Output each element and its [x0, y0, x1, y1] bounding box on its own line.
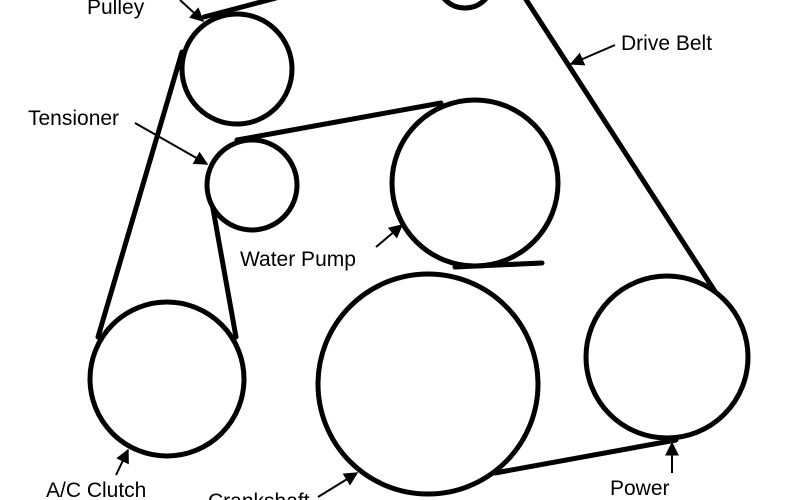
- top-pulley-partial: [441, 0, 489, 11]
- idler-pulley: [179, 11, 295, 127]
- ac-clutch-label: A/C Clutch: [46, 479, 146, 500]
- power-label: Power: [610, 477, 670, 500]
- pulley-label: Pulley: [87, 0, 145, 19]
- crankshaft-leader-arrow: [317, 472, 359, 498]
- belt-segment-bottom-right: [492, 437, 679, 476]
- belt-segment-tensioner-ac: [207, 189, 239, 340]
- drive-belt-label: Drive Belt: [621, 32, 712, 55]
- drive-belt: [95, 0, 721, 476]
- water-pump-label: Water Pump: [240, 248, 356, 271]
- belt-segment-tensioner-pump: [234, 100, 444, 143]
- belt-segment-left: [95, 49, 185, 340]
- drive-belt-leader-arrow: [569, 44, 616, 66]
- crankshaft-pulley: [315, 271, 541, 497]
- crankshaft-label-partial: Crankshaft: [208, 490, 310, 500]
- water-pump-pulley: [389, 97, 561, 269]
- tensioner-label: Tensioner: [28, 107, 119, 130]
- water-pump-leader-arrow: [375, 224, 404, 248]
- tensioner-pulley: [204, 137, 300, 233]
- belt-segment-top: [201, 0, 278, 20]
- power-steering-pulley: [583, 273, 751, 441]
- ac-clutch-leader-arrow: [115, 448, 129, 476]
- ac-clutch-pulley: [87, 299, 247, 459]
- tensioner-leader-arrow: [134, 122, 209, 165]
- belt-segment-right: [523, 0, 721, 299]
- pulley-leader-arrow: [179, 0, 205, 22]
